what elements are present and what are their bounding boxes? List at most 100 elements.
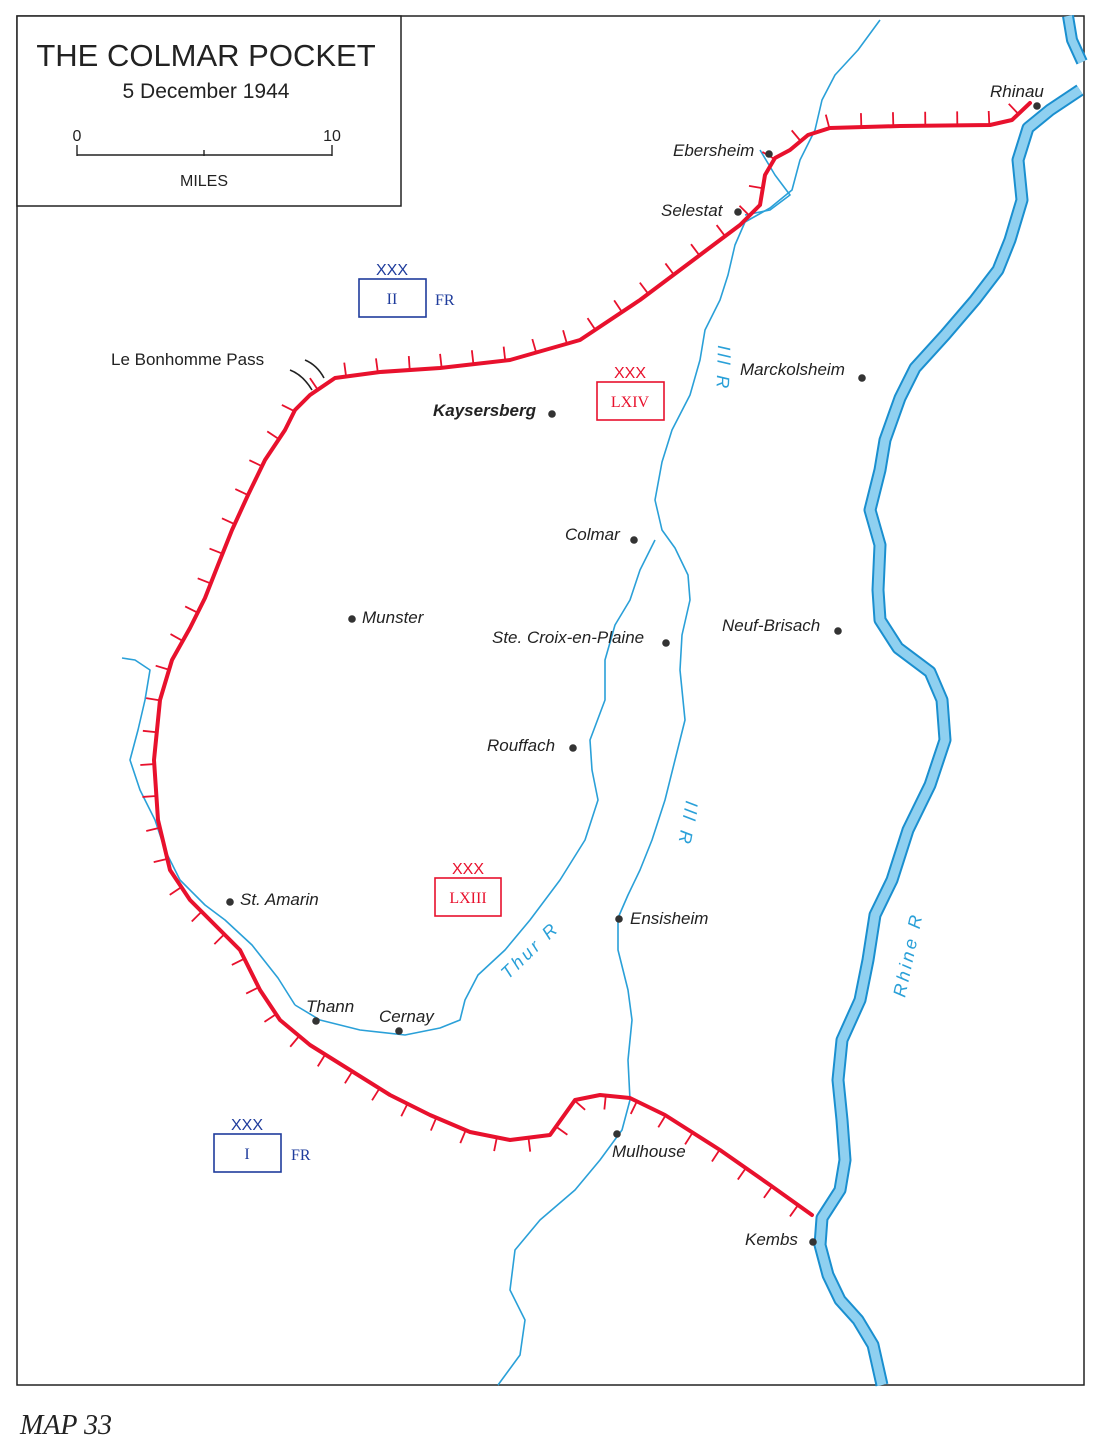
front-line-tick	[738, 205, 751, 217]
front-line-tick	[690, 243, 701, 256]
svg-text:Marckolsheim: Marckolsheim	[740, 360, 845, 379]
front-line-tick	[586, 317, 597, 331]
front-line-tick	[146, 826, 161, 832]
front-line-tick	[562, 330, 568, 344]
svg-text:I: I	[244, 1146, 249, 1163]
front-line-tick	[231, 957, 245, 966]
front-line-tick	[266, 430, 280, 440]
front-line-tick	[763, 1185, 773, 1199]
front-line-tick	[639, 282, 649, 295]
svg-text:XXX: XXX	[376, 262, 408, 279]
front-line-tick	[1008, 103, 1020, 115]
front-line-tick	[400, 1103, 409, 1117]
svg-text:XXX: XXX	[614, 365, 646, 382]
town-thann: Thann	[306, 997, 354, 1025]
front-line-tick	[629, 1100, 638, 1115]
front-line-tick	[407, 355, 411, 371]
front-line	[140, 101, 1032, 1217]
front-line-tick	[748, 185, 763, 190]
svg-text:Rouffach: Rouffach	[487, 736, 555, 755]
svg-text:Ebersheim: Ebersheim	[673, 141, 754, 160]
town-rouffach: Rouffach	[487, 736, 577, 755]
front-line-tick	[527, 1137, 532, 1152]
ill-river-west-branch	[294, 539, 656, 1036]
scale-bar	[76, 145, 333, 156]
map-frame	[16, 15, 1085, 1386]
svg-text:Kaysersberg: Kaysersberg	[433, 401, 537, 420]
front-line-tick	[169, 886, 182, 896]
thin-rivers	[121, 19, 881, 1386]
front-line-tick	[263, 1013, 277, 1023]
svg-text:II: II	[387, 291, 398, 308]
towns: Rhinau Ebersheim Selestat Le Bonhomme Pa…	[111, 82, 1044, 1249]
town-ebersheim: Ebersheim	[673, 141, 773, 160]
front-line-tick	[155, 664, 170, 671]
town-cernay: Cernay	[379, 1007, 435, 1035]
front-line-tick	[657, 1114, 667, 1128]
front-line-tick	[493, 1137, 498, 1152]
town-kembs: Kembs	[745, 1230, 817, 1249]
front-line-tick	[664, 262, 675, 276]
front-line-tick	[317, 1054, 326, 1067]
front-line-tick	[191, 911, 203, 923]
front-line-tick	[439, 353, 443, 368]
front-line-tick	[375, 358, 379, 373]
front-line-tick	[343, 362, 347, 377]
title-box: THE COLMAR POCKET 5 December 1944 0 10 M…	[16, 15, 402, 207]
svg-text:Thann: Thann	[306, 997, 354, 1016]
ill-river-north	[497, 19, 881, 1386]
front-line-tick	[153, 857, 168, 863]
town-neuf-brisach: Neuf-Brisach	[722, 616, 842, 635]
front-line-tick	[459, 1129, 467, 1144]
front-line-tick	[245, 986, 260, 995]
front-line-tick	[430, 1117, 438, 1131]
svg-text:FR: FR	[291, 1147, 311, 1164]
front-line-tick	[221, 517, 236, 525]
town-rhinau: Rhinau	[990, 82, 1044, 110]
unit-ii-fr: XXX II FR	[358, 262, 455, 318]
front-line-tick	[824, 114, 831, 129]
svg-text:Kembs: Kembs	[745, 1230, 798, 1249]
front-line-tick	[213, 933, 225, 945]
town-marckolsheim: Marckolsheim	[740, 360, 866, 382]
map-date: 5 December 1944	[123, 80, 290, 103]
front-line-tick	[344, 1070, 354, 1084]
town-selestat: Selestat	[661, 201, 742, 220]
front-line-tick	[531, 338, 538, 353]
svg-text:LXIII: LXIII	[449, 890, 486, 907]
svg-text:Mulhouse: Mulhouse	[612, 1142, 686, 1161]
unit-lxiv: XXX LXIV	[596, 365, 665, 421]
front-line-tick	[684, 1132, 694, 1145]
svg-text:Colmar: Colmar	[565, 525, 621, 544]
svg-text:Ste. Croix-en-Plaine: Ste. Croix-en-Plaine	[492, 628, 644, 647]
front-line-tick	[309, 377, 319, 391]
front-line-tick	[209, 547, 223, 555]
svg-text:LXIV: LXIV	[611, 394, 650, 411]
unit-i-fr: XXX I FR	[213, 1117, 311, 1173]
front-line-tick	[789, 1204, 799, 1217]
town-mulhouse: Mulhouse	[612, 1130, 686, 1161]
unit-lxiii: XXX LXIII	[434, 861, 502, 917]
town-st-amarin: St. Amarin	[226, 890, 319, 909]
svg-text:Rhinau: Rhinau	[990, 82, 1044, 101]
front-line-tick	[248, 459, 263, 468]
front-line-tick	[470, 350, 475, 365]
town-kaysersberg: Kaysersberg	[433, 401, 556, 420]
svg-text:St. Amarin: St. Amarin	[240, 890, 319, 909]
town-colmar: Colmar	[565, 525, 638, 544]
svg-text:FR: FR	[435, 292, 455, 309]
scale-unit: MILES	[180, 173, 228, 190]
front-line-tick	[737, 1167, 747, 1181]
front-line-tick	[502, 346, 507, 361]
town-munster: Munster	[348, 608, 425, 627]
pass-le-bonhomme: Le Bonhomme Pass	[111, 350, 264, 369]
front-line-tick	[715, 224, 726, 237]
map-title: THE COLMAR POCKET	[36, 38, 375, 73]
front-line-tick	[791, 129, 802, 142]
scale-end: 10	[323, 128, 341, 145]
svg-text:Cernay: Cernay	[379, 1007, 435, 1026]
front-line-tick	[184, 605, 199, 614]
svg-text:Le Bonhomme Pass: Le Bonhomme Pass	[111, 350, 264, 369]
svg-text:Munster: Munster	[362, 608, 425, 627]
town-ensisheim: Ensisheim	[615, 909, 708, 928]
